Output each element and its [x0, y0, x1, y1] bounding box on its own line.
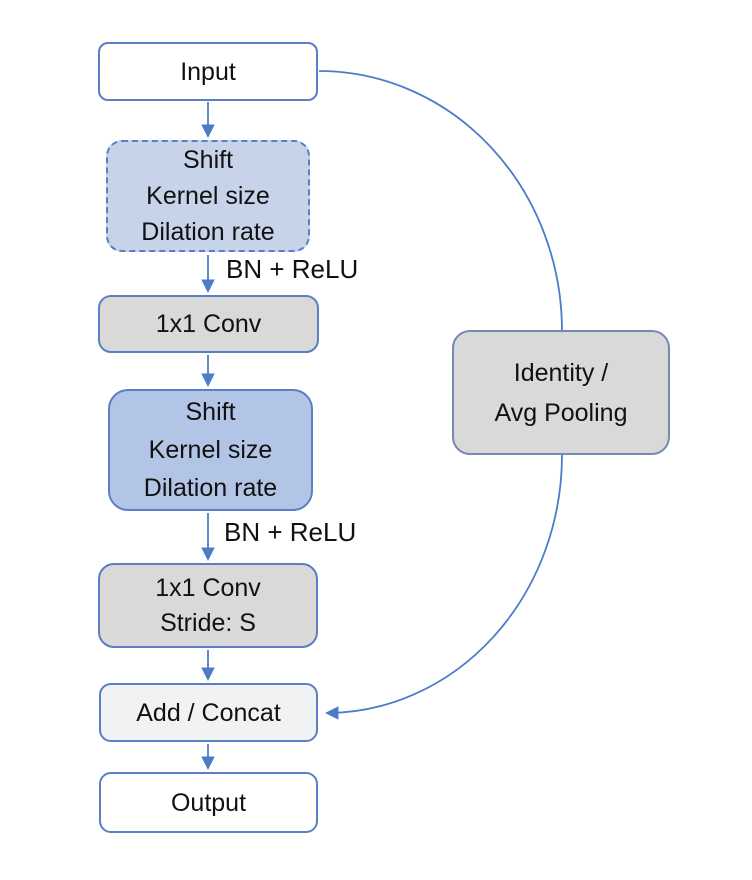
node-add-concat: Add / Concat	[99, 683, 318, 742]
node-shift-solid: Shift Kernel size Dilation rate	[108, 389, 313, 511]
node-identity-avg-pooling-line1: Identity /	[513, 358, 609, 387]
node-output: Output	[99, 772, 318, 833]
node-input-label: Input	[180, 57, 236, 86]
edge-label-bn-relu-1: BN + ReLU	[226, 254, 359, 284]
node-shift-solid-line2: Kernel size	[148, 436, 273, 464]
node-identity-avg-pooling: Identity / Avg Pooling	[452, 330, 670, 455]
node-1x1-conv-stride-line1: 1x1 Conv	[155, 573, 261, 602]
node-output-label: Output	[170, 788, 247, 817]
node-1x1-conv-stride-line2: Stride: S	[160, 608, 256, 637]
edge-label-bn-relu-2: BN + ReLU	[224, 517, 357, 547]
node-1x1-conv-stride: 1x1 Conv Stride: S	[98, 563, 318, 648]
node-1x1-conv-label: 1x1 Conv	[155, 310, 262, 338]
node-shift-dashed-line3: Dilation rate	[141, 218, 275, 246]
node-shift-dashed: Shift Kernel size Dilation rate	[106, 140, 310, 252]
node-input: Input	[98, 42, 318, 101]
node-shift-dashed-line1: Shift	[182, 146, 234, 174]
node-shift-solid-line3: Dilation rate	[143, 474, 278, 502]
node-shift-solid-line1: Shift	[185, 398, 236, 426]
node-add-concat-label: Add / Concat	[136, 698, 281, 727]
node-1x1-conv: 1x1 Conv	[98, 295, 319, 353]
node-identity-avg-pooling-line2: Avg Pooling	[494, 398, 628, 427]
node-shift-dashed-line2: Kernel size	[146, 182, 270, 210]
